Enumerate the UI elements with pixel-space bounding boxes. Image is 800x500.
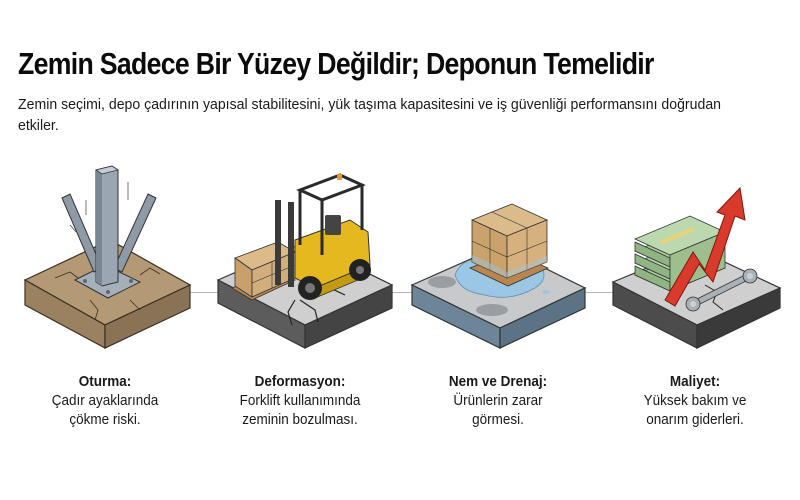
forklift-cracking-concrete-icon	[216, 173, 394, 349]
caption-title: Oturma:	[78, 373, 132, 390]
money-rising-cost-icon	[611, 186, 782, 349]
caption-desc: Forklift kullanımında	[239, 392, 361, 409]
page-subtitle: Zemin seçimi, depo çadırının yapısal sta…	[18, 96, 722, 134]
caption-settlement: Oturma: Çadır ayaklarında çökme riski.	[5, 372, 205, 429]
connector-line	[385, 292, 425, 293]
page-title: Zemin Sadece Bir Yüzey Değildir; Deponun…	[18, 46, 654, 81]
connector-line	[190, 292, 230, 293]
connector-line	[578, 292, 618, 293]
caption-desc: Ürünlerin zarar	[453, 392, 543, 409]
caption-desc: Yüksek bakım ve	[643, 392, 747, 409]
wet-pallet-on-floor-icon	[410, 203, 587, 349]
illustration-deformation	[200, 160, 400, 350]
caption-title: Nem ve Drenaj:	[448, 373, 548, 390]
tent-leg-on-cracked-soil-icon	[23, 165, 192, 350]
caption-cost: Maliyet: Yüksek bakım ve onarım giderler…	[595, 372, 795, 429]
caption-desc: Çadır ayaklarında	[51, 392, 159, 409]
caption-desc: onarım giderleri.	[646, 411, 744, 428]
caption-moisture: Nem ve Drenaj: Ürünlerin zarar görmesi.	[398, 372, 598, 429]
caption-desc: çökme riski.	[69, 411, 141, 428]
caption-desc: görmesi.	[472, 411, 524, 428]
caption-title: Deformasyon:	[254, 373, 346, 390]
caption-deformation: Deformasyon: Forklift kullanımında zemin…	[200, 372, 400, 429]
caption-title: Maliyet:	[669, 373, 721, 390]
illustration-settlement	[0, 160, 200, 350]
illustration-cost	[595, 160, 795, 350]
caption-desc: zeminin bozulması.	[242, 411, 358, 428]
illustration-moisture	[400, 160, 600, 350]
